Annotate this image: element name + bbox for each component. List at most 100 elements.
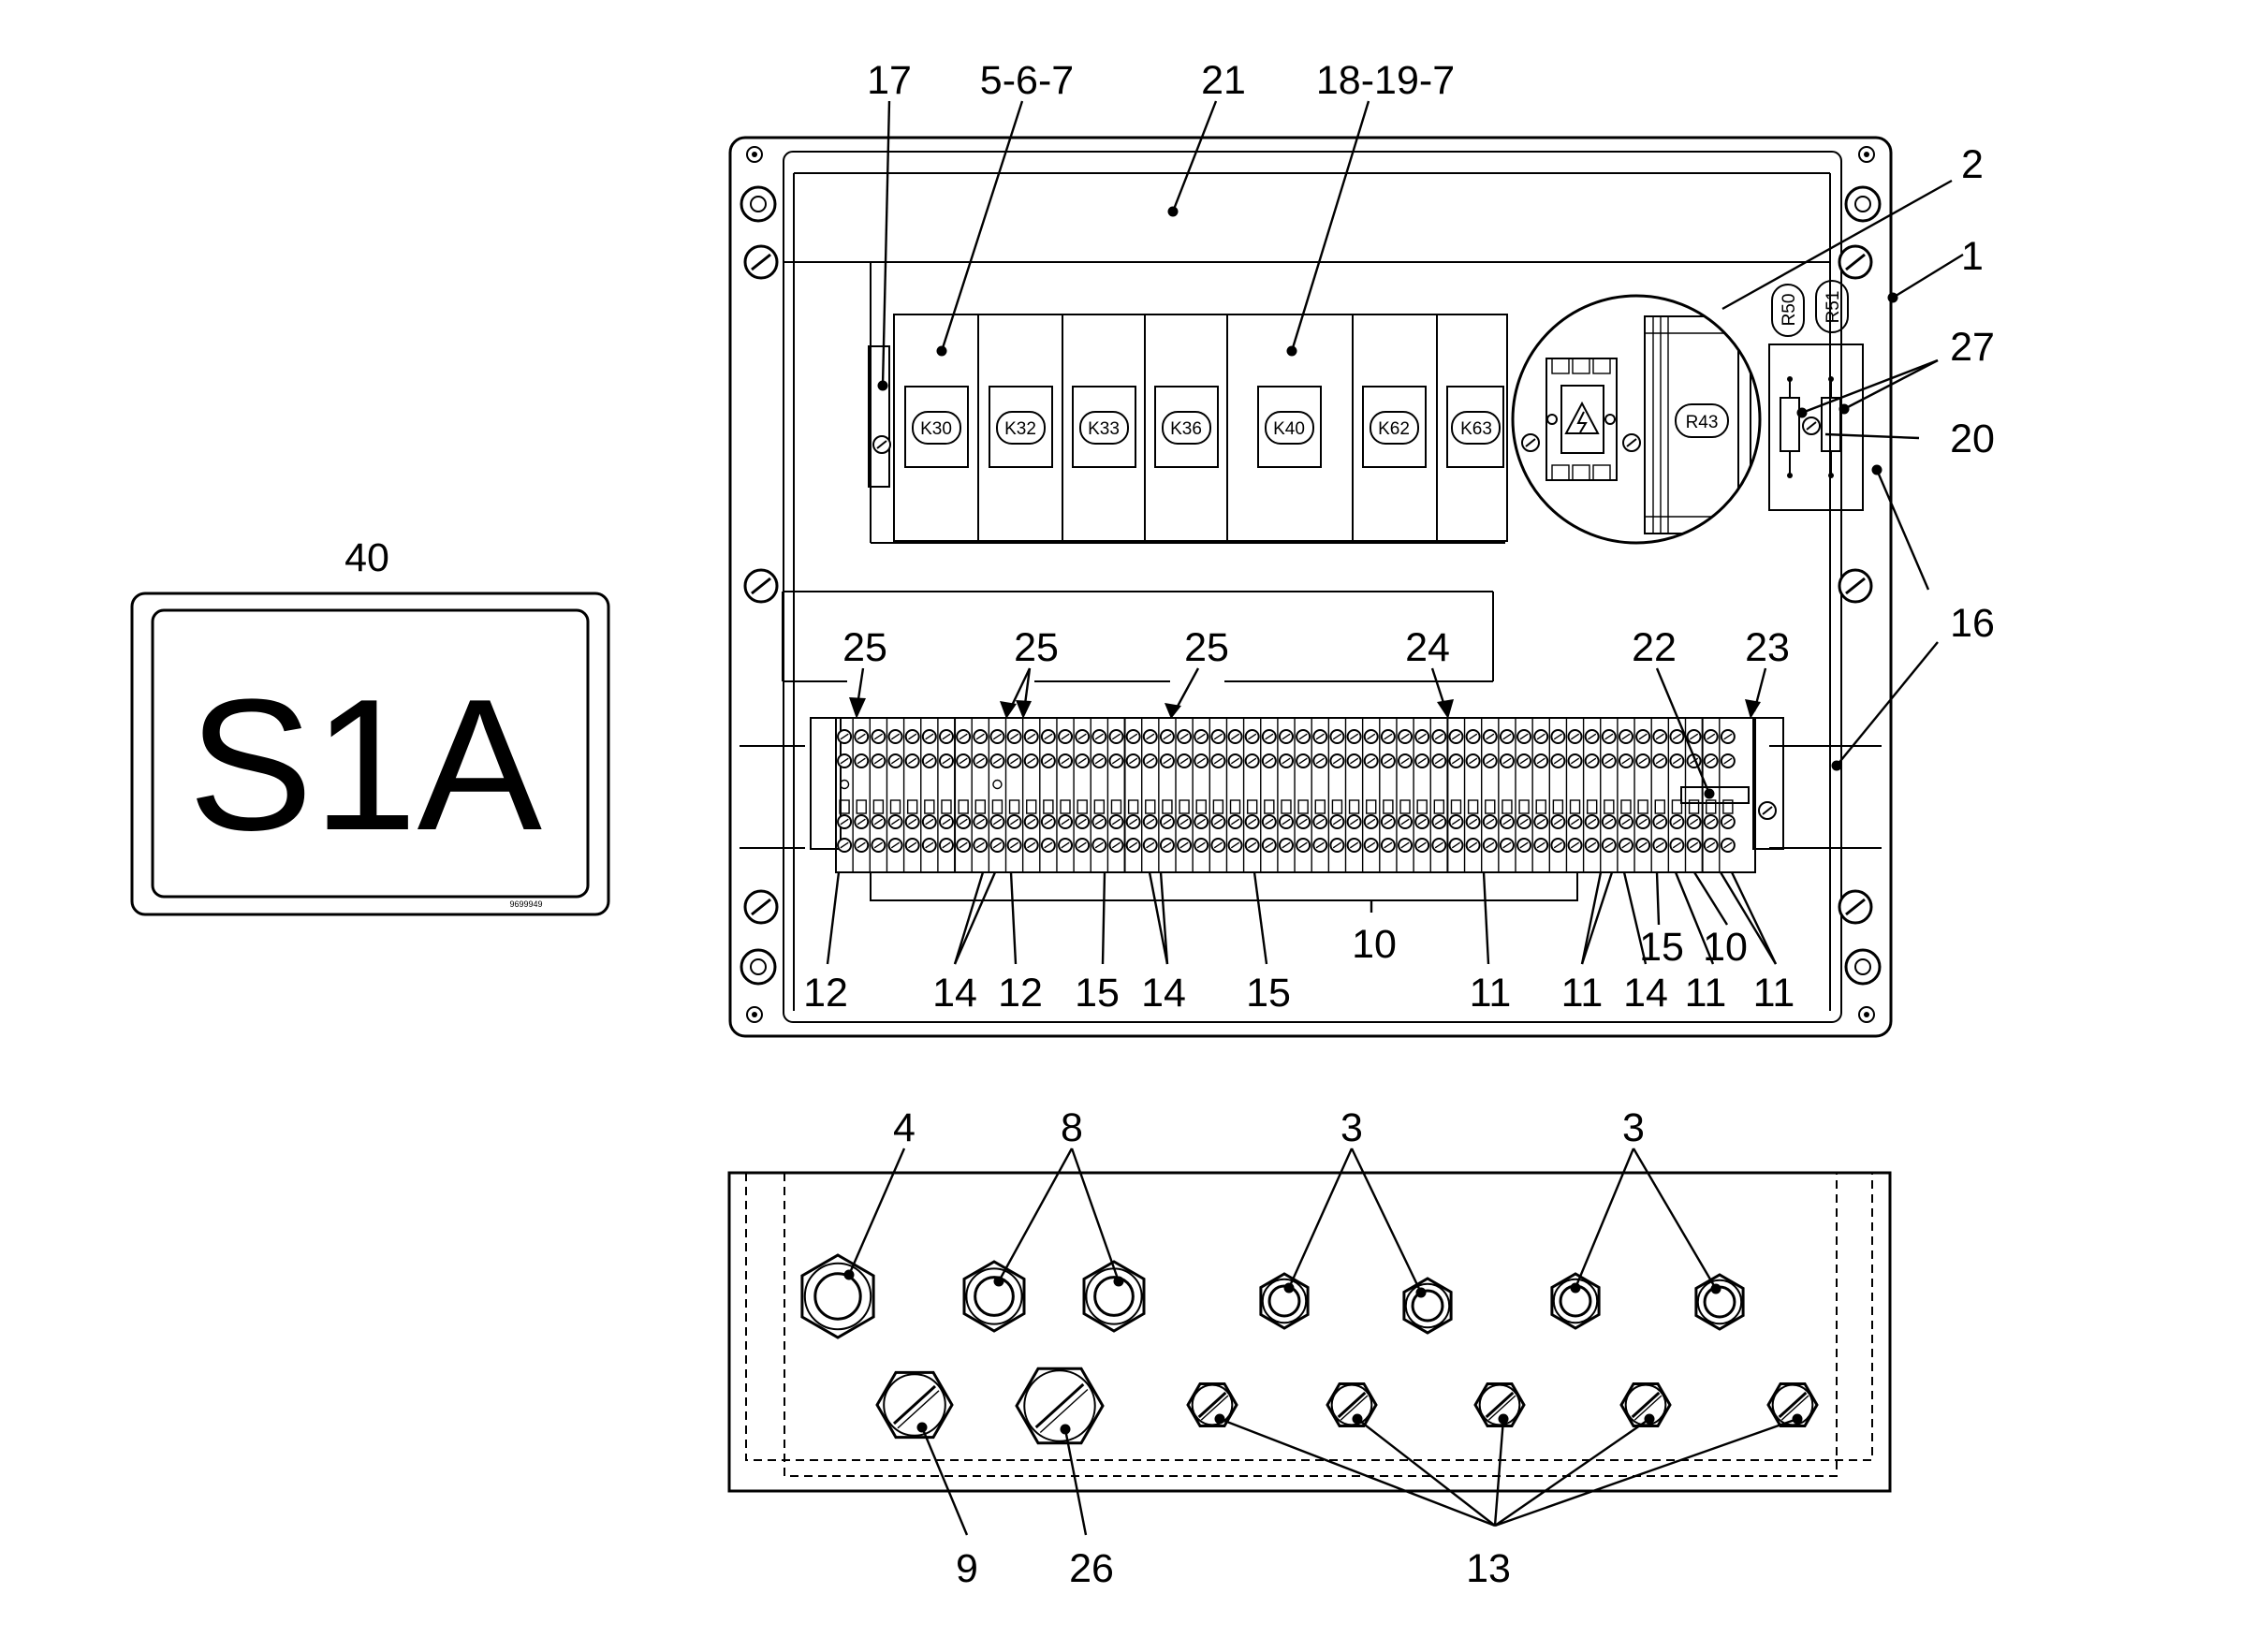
callout-5-6-7: 5-6-7 (980, 58, 1074, 103)
terminal-block (1056, 718, 1074, 872)
terminal-block (1073, 718, 1091, 872)
callout-25-a: 25 (842, 625, 887, 670)
leader-lines-bottom (843, 1148, 1803, 1536)
callout-14-a: 14 (932, 971, 977, 1016)
enclosure-outer (728, 136, 1893, 1038)
corner-lugs (740, 146, 1882, 1023)
callouts-top: 17 5-6-7 21 18-19-7 2 1 27 20 16 25 25 2… (803, 58, 1995, 1016)
relay-r51-label: R51 (1824, 291, 1843, 324)
terminal-block (1225, 718, 1243, 872)
blanking-plug (1619, 1382, 1672, 1427)
callout-8: 8 (1061, 1105, 1083, 1150)
leader-lines-top (826, 100, 1964, 965)
callout-14-c: 14 (1623, 971, 1668, 1016)
callout-11-d: 11 (1753, 971, 1795, 1016)
blanking-plug (1015, 1367, 1105, 1445)
mounting-plate (740, 261, 1882, 849)
terminal-block (1498, 718, 1515, 872)
callout-22: 22 (1632, 625, 1677, 670)
terminal-block (1123, 718, 1141, 872)
terminal-block (1446, 718, 1464, 872)
blanking-plug (1186, 1382, 1238, 1427)
callout-3-a: 3 (1340, 1105, 1363, 1150)
terminal-block (1480, 718, 1498, 872)
callout-12-a: 12 (803, 971, 848, 1016)
terminal-block (1565, 718, 1583, 872)
terminal-block (1463, 718, 1481, 872)
callout-10: 10 (1352, 922, 1397, 967)
terminal-block (1379, 718, 1396, 872)
label-plate: S1A 9699949 40 (130, 535, 610, 916)
terminal-blocks (835, 718, 1736, 872)
terminal-block (1531, 718, 1549, 872)
terminal-block (1277, 718, 1294, 872)
blanking-plug (1326, 1382, 1378, 1427)
terminal-block (869, 718, 886, 872)
terminal-block (1090, 718, 1107, 872)
callouts-bottom: 4 8 3 3 9 26 13 (893, 1105, 1645, 1591)
terminal-block (1260, 718, 1277, 872)
callout-4: 4 (893, 1105, 916, 1150)
callout-11-a: 11 (1470, 971, 1512, 1016)
terminal-block (1600, 718, 1617, 872)
terminal-block (1650, 718, 1668, 872)
terminal-block (1396, 718, 1414, 872)
terminal-block (988, 718, 1005, 872)
relay-r50-label: R50 (1780, 294, 1799, 327)
enclosure-bottom-outline (727, 1171, 1892, 1493)
callout-18-19-7: 18-19-7 (1316, 58, 1455, 103)
resistor-r43-label: R43 (1686, 413, 1719, 432)
callout-16: 16 (1950, 601, 1995, 646)
callout-27: 27 (1950, 325, 1995, 370)
terminal-block (1633, 718, 1651, 872)
callout-10-b: 10 (1703, 925, 1748, 970)
terminal-block (1158, 718, 1175, 872)
terminal-block (835, 718, 853, 872)
terminal-block (1175, 718, 1193, 872)
terminal-block (1311, 718, 1328, 872)
callout-2: 2 (1961, 142, 1984, 187)
contactor-k30-label: K30 (920, 419, 952, 439)
terminal-strip (810, 717, 1784, 901)
contactor-k40-label: K40 (1273, 419, 1305, 439)
contactor-block: K30 K32 K33 K36 K40 K62 K63 (893, 314, 1508, 542)
callout-17: 17 (867, 58, 912, 103)
enclosure-top-view: K30 K32 K33 K36 K40 K62 K63 (728, 58, 1995, 1038)
terminal-block (1684, 718, 1702, 872)
terminal-block (852, 718, 870, 872)
terminal-block (1667, 718, 1685, 872)
terminal-block (937, 718, 954, 872)
mounting-screws (743, 244, 1873, 925)
terminal-block (1429, 718, 1447, 872)
contactor-k33-label: K33 (1088, 419, 1120, 439)
cable-gland (1082, 1260, 1146, 1333)
terminal-block (1701, 718, 1719, 872)
terminal-block (1106, 718, 1124, 872)
terminal-block (886, 718, 903, 872)
callout-11-c: 11 (1685, 971, 1727, 1016)
terminal-block (1361, 718, 1379, 872)
label-plate-code: 9699949 (509, 899, 542, 909)
terminal-block (1617, 718, 1633, 872)
terminal-block (1548, 718, 1566, 872)
blanking-plug (1473, 1382, 1526, 1427)
callout-21: 21 (1201, 58, 1246, 103)
terminal-block (902, 718, 920, 872)
callout-25-c: 25 (1184, 625, 1229, 670)
contactor-k36-label: K36 (1170, 419, 1202, 439)
blanking-plug (875, 1370, 954, 1440)
terminal-block (1021, 718, 1039, 872)
callout-12-b: 12 (998, 971, 1043, 1016)
cable-gland (962, 1260, 1026, 1333)
callout-25-b: 25 (1014, 625, 1059, 670)
magnified-detail: R43 (1511, 294, 1762, 545)
callout-13: 13 (1466, 1546, 1511, 1591)
terminal-block (1719, 718, 1736, 872)
callout-14-b: 14 (1141, 971, 1186, 1016)
callout-3-b: 3 (1622, 1105, 1645, 1150)
terminal-block (954, 718, 972, 872)
enclosure-bottom-view: 4 8 3 3 9 26 13 (727, 1105, 1892, 1591)
relay-area: R50 R51 (1768, 280, 1864, 511)
cable-gland (1694, 1273, 1745, 1331)
